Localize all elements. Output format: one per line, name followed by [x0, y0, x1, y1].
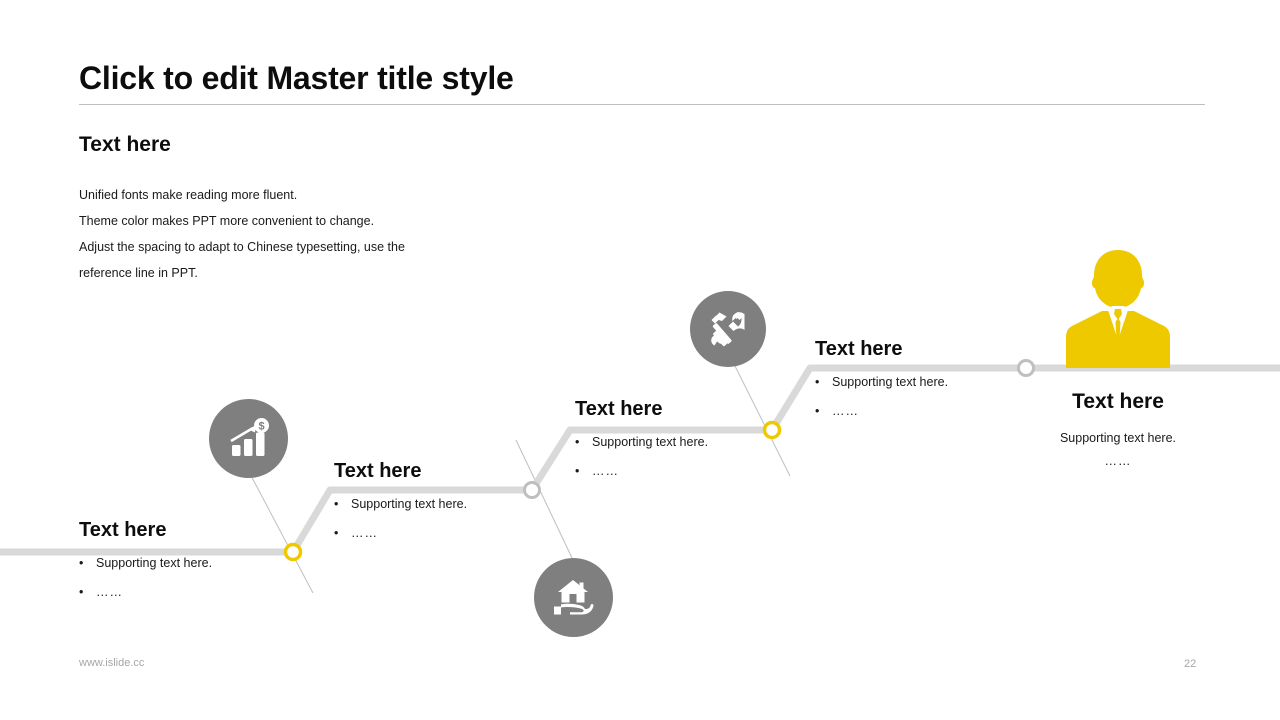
footer-website-url[interactable]: www.islide.cc	[79, 657, 145, 669]
intro-line-3: Adjust the spacing to adapt to Chinese t…	[79, 240, 405, 254]
step-1-bullet-2: • ……	[79, 585, 329, 599]
step-2-bullet-1: • Supporting text here.	[334, 497, 584, 511]
step-4-bullet-1: • Supporting text here.	[815, 375, 1065, 389]
step-block-4[interactable]: Text here • Supporting text here. • ……	[815, 338, 1065, 433]
step-3-bullet-2-text: ……	[592, 464, 619, 478]
process-connector-path	[0, 364, 1280, 556]
step-3-bullets: • Supporting text here. • ……	[575, 435, 825, 478]
step-1-bullet-2-text: ……	[96, 585, 123, 599]
intro-line-1: Unified fonts make reading more fluent.	[79, 188, 298, 202]
step-block-5[interactable]: Text here Supporting text here. ……	[1000, 390, 1236, 468]
step-1-bullet-1-text: Supporting text here.	[96, 556, 213, 570]
intro-line-2: Theme color makes PPT more convenient to…	[79, 214, 375, 228]
intro-paragraph[interactable]: Unified fonts make reading more fluent. …	[79, 182, 499, 286]
step-2-bullets: • Supporting text here. • ……	[334, 497, 584, 540]
step-block-1[interactable]: Text here • Supporting text here. • ……	[79, 519, 329, 614]
leader-line-2	[515, 439, 574, 561]
leader-line-3	[727, 351, 791, 477]
step-5-line-2: ……	[1104, 454, 1132, 468]
bullet-marker-icon: •	[334, 526, 339, 540]
node-step-3[interactable]	[762, 420, 782, 440]
node-step-1[interactable]	[283, 542, 303, 562]
house-on-hand-icon[interactable]	[534, 558, 613, 637]
step-3-bullet-1-text: Supporting text here.	[592, 435, 709, 449]
step-5-line-1: Supporting text here.	[1059, 431, 1177, 445]
slide-page-number: 22	[1184, 658, 1197, 670]
bullet-marker-icon: •	[575, 464, 580, 478]
bullet-marker-icon: •	[575, 435, 580, 449]
svg-text:$: $	[258, 420, 264, 432]
bar-chart-dollar-icon[interactable]: $	[209, 399, 288, 478]
node-step-2[interactable]	[523, 481, 541, 499]
step-4-bullet-2-text: ……	[832, 404, 859, 418]
page-title[interactable]: Click to edit Master title style	[79, 60, 514, 96]
step-2-heading: Text here	[334, 460, 422, 482]
bullet-marker-icon: •	[79, 585, 84, 599]
step-2-bullet-1-text: Supporting text here.	[351, 497, 468, 511]
bullet-marker-icon: •	[334, 497, 339, 511]
hammer-wrench-icon[interactable]	[690, 291, 766, 367]
step-3-heading: Text here	[575, 398, 663, 420]
step-1-bullet-1: • Supporting text here.	[79, 556, 329, 570]
bullet-marker-icon: •	[815, 404, 820, 418]
step-1-heading: Text here	[79, 519, 167, 541]
bullet-marker-icon: •	[815, 375, 820, 389]
step-3-bullet-2: • ……	[575, 464, 825, 478]
step-3-bullet-1: • Supporting text here.	[575, 435, 825, 449]
step-4-heading: Text here	[815, 338, 903, 360]
step-2-bullet-2: • ……	[334, 526, 584, 540]
businessman-icon[interactable]	[1062, 248, 1174, 368]
section-subheading[interactable]: Text here	[79, 133, 171, 156]
step-block-3[interactable]: Text here • Supporting text here. • ……	[575, 398, 825, 493]
node-step-4[interactable]	[1017, 359, 1035, 377]
bullet-marker-icon: •	[79, 556, 84, 570]
step-5-heading: Text here	[1072, 390, 1164, 413]
step-4-bullets: • Supporting text here. • ……	[815, 375, 1065, 418]
step-1-bullets: • Supporting text here. • ……	[79, 556, 329, 599]
leader-lines	[247, 351, 791, 594]
intro-line-4: reference line in PPT.	[79, 266, 198, 280]
step-2-bullet-2-text: ……	[351, 526, 378, 540]
step-4-bullet-1-text: Supporting text here.	[832, 375, 949, 389]
step-block-2[interactable]: Text here • Supporting text here. • ……	[334, 460, 584, 555]
leader-line-1	[247, 469, 314, 594]
step-4-bullet-2: • ……	[815, 404, 1065, 418]
title-divider	[79, 104, 1205, 105]
